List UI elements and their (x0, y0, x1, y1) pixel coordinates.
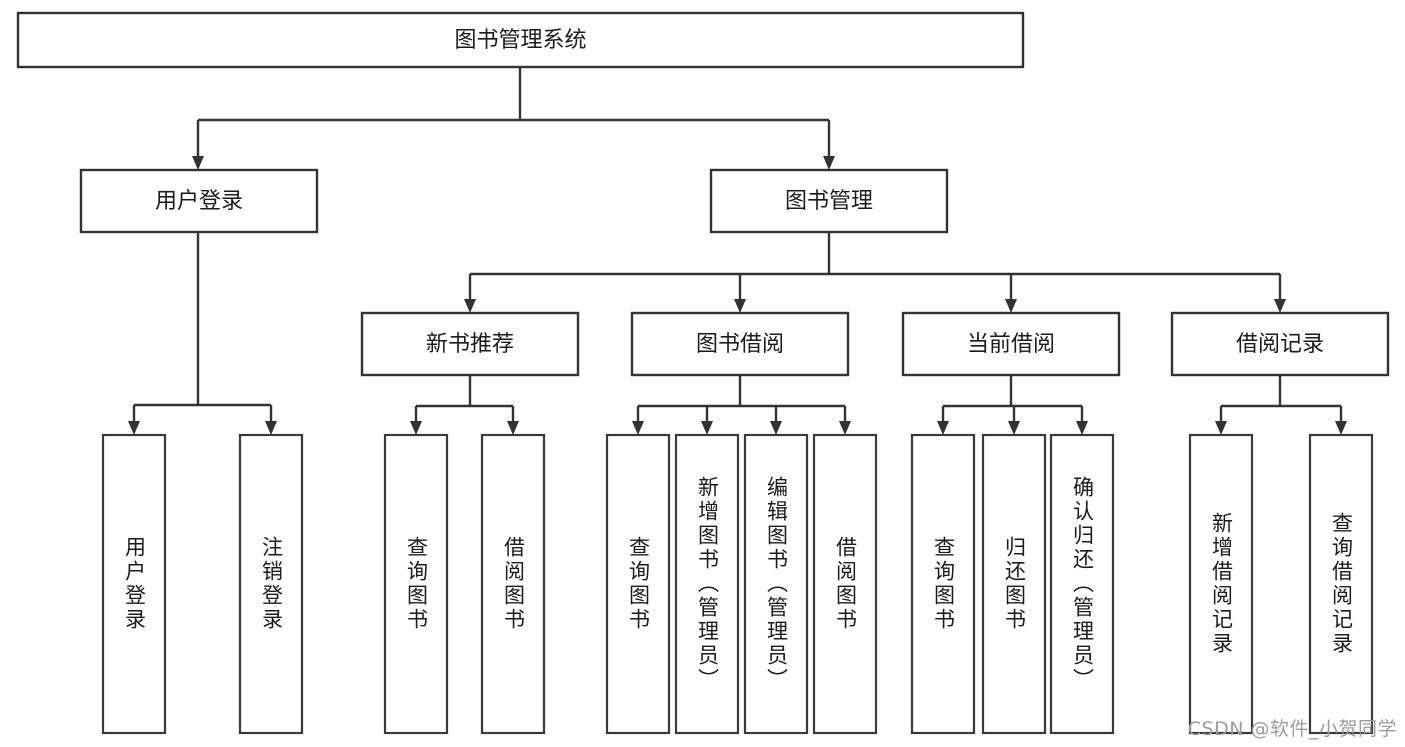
node-leaf-6[interactable] (743, 433, 809, 735)
node-leaf-12[interactable] (1308, 433, 1374, 735)
node-root-label: 图书管理系统 (454, 28, 586, 53)
node-leaf-2[interactable] (383, 433, 449, 735)
node-leaf-4[interactable] (605, 433, 671, 735)
node-level2-label-1: 图书管理 (785, 189, 873, 214)
arrow-head-icon (1274, 299, 1286, 313)
node-leaf-11[interactable] (1188, 433, 1254, 735)
csdn-watermark: CSDN @软件_小贺同学 (1187, 718, 1397, 740)
node-leaf-9[interactable] (981, 433, 1047, 735)
arrow-head-icon (1215, 421, 1227, 435)
node-level3-3[interactable] (1170, 311, 1390, 377)
node-level2-0[interactable] (79, 168, 319, 234)
arrow-head-icon (464, 299, 476, 313)
connectors-layer (128, 67, 1347, 435)
node-level3-label-0: 新书推荐 (426, 332, 514, 357)
arrow-head-icon (128, 421, 140, 435)
arrow-head-icon (410, 421, 422, 435)
node-leaf-8[interactable] (910, 433, 976, 735)
arrow-head-icon (839, 421, 851, 435)
node-leaf-3[interactable] (480, 433, 546, 735)
node-leaf-10[interactable] (1049, 433, 1115, 735)
node-level3-2[interactable] (901, 311, 1121, 377)
arrow-head-icon (937, 421, 949, 435)
arrow-head-icon (1335, 421, 1347, 435)
node-leaf-7[interactable] (812, 433, 878, 735)
arrow-head-icon (1008, 421, 1020, 435)
node-level2-1[interactable] (709, 168, 949, 234)
arrow-head-icon (632, 421, 644, 435)
arrow-head-icon (507, 421, 519, 435)
arrow-head-icon (770, 421, 782, 435)
arrow-head-icon (1005, 299, 1017, 313)
node-leaf-0[interactable] (101, 433, 167, 735)
node-level3-label-3: 借阅记录 (1236, 332, 1324, 357)
node-root-图书管理系统[interactable] (16, 11, 1025, 69)
node-leaf-5[interactable] (674, 433, 740, 735)
arrow-head-icon (265, 421, 277, 435)
arrow-head-icon (1076, 421, 1088, 435)
arrow-head-icon (823, 156, 835, 170)
node-level2-label-0: 用户登录 (155, 189, 243, 214)
arrow-head-icon (701, 421, 713, 435)
boxes-layer (16, 11, 1390, 735)
arrow-head-icon (192, 156, 204, 170)
node-level3-0[interactable] (360, 311, 580, 377)
node-leaf-1[interactable] (238, 433, 304, 735)
node-level3-1[interactable] (630, 311, 850, 377)
node-level3-label-1: 图书借阅 (696, 332, 784, 357)
arrow-head-icon (734, 299, 746, 313)
node-level3-label-2: 当前借阅 (967, 332, 1055, 357)
